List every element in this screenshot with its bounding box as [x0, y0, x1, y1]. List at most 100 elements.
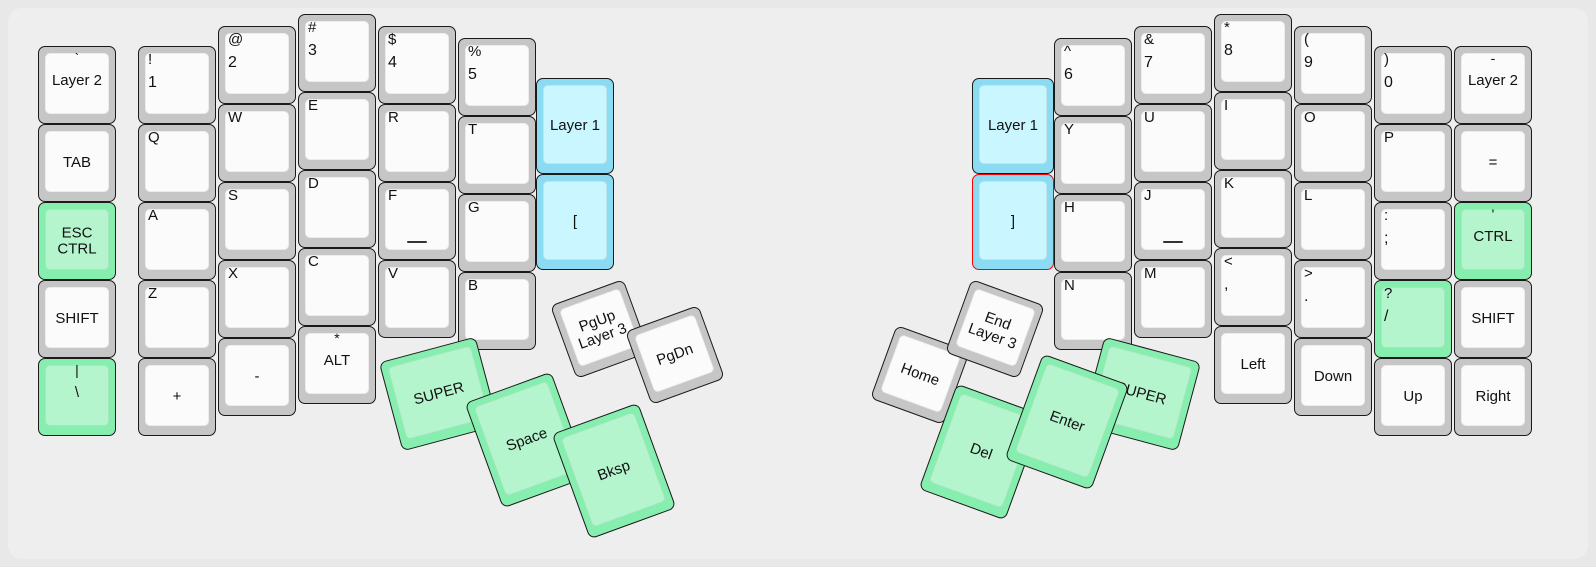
key-r-9[interactable]: (9: [1294, 26, 1372, 104]
key-r-semicolon[interactable]: :;: [1374, 202, 1452, 280]
key-r-period[interactable]: >.: [1294, 260, 1372, 338]
keycap-surface: [305, 99, 369, 160]
keycap-surface: [305, 255, 369, 316]
key-l-shift[interactable]: SHIFT: [38, 280, 116, 358]
key-legend-shifted: @: [228, 31, 244, 48]
key-r-i[interactable]: I: [1214, 92, 1292, 170]
key-r-down[interactable]: Down: [1294, 338, 1372, 416]
keycap-surface: [1221, 21, 1285, 82]
keycap-surface: [225, 267, 289, 328]
key-l-alt[interactable]: *ALT: [298, 326, 376, 404]
key-l-pipe-backslash[interactable]: |\: [38, 358, 116, 436]
key-l-plus[interactable]: +: [138, 358, 216, 436]
keycap-surface: [1141, 267, 1205, 328]
key-l-bksp[interactable]: Bksp: [551, 402, 677, 540]
key-r-shift[interactable]: SHIFT: [1454, 280, 1532, 358]
key-r-0[interactable]: )0: [1374, 46, 1452, 124]
keycap-surface: [1061, 45, 1125, 106]
key-l-w[interactable]: W: [218, 104, 296, 182]
key-l-1[interactable]: !1: [138, 46, 216, 124]
key-legend-base: V: [388, 265, 399, 282]
key-l-e[interactable]: E: [298, 92, 376, 170]
key-r-h[interactable]: H: [1054, 194, 1132, 272]
key-legend-base: F: [388, 187, 398, 204]
key-legend-shifted: -: [1490, 50, 1496, 66]
key-l-5[interactable]: %5: [458, 38, 536, 116]
keycap-surface: [1141, 33, 1205, 94]
key-l-b[interactable]: B: [458, 272, 536, 350]
key-r-6[interactable]: ^6: [1054, 38, 1132, 116]
key-l-layer1[interactable]: Layer 1: [536, 78, 614, 174]
key-r-up[interactable]: Up: [1374, 358, 1452, 436]
key-r-equals[interactable]: =: [1454, 124, 1532, 202]
key-r-layer1[interactable]: Layer 1: [972, 78, 1054, 174]
key-legend-base: Layer 2: [51, 72, 103, 89]
key-l-z[interactable]: Z: [138, 280, 216, 358]
key-legend-base: D: [308, 175, 319, 192]
key-r-y[interactable]: Y: [1054, 116, 1132, 194]
key-legend-base: W: [228, 109, 243, 126]
key-l-q[interactable]: Q: [138, 124, 216, 202]
homing-bar-indicator: [407, 241, 427, 243]
key-r-left[interactable]: Left: [1214, 326, 1292, 404]
key-legend-shifted: (: [1304, 31, 1309, 48]
key-r-right[interactable]: Right: [1454, 358, 1532, 436]
key-l-g[interactable]: G: [458, 194, 536, 272]
key-l-c[interactable]: C: [298, 248, 376, 326]
key-r-n[interactable]: N: [1054, 272, 1132, 350]
key-legend-base: X: [228, 265, 239, 282]
key-l-4[interactable]: $4: [378, 26, 456, 104]
key-l-d[interactable]: D: [298, 170, 376, 248]
key-legend-shifted: :: [1384, 207, 1389, 224]
key-r-j[interactable]: J: [1134, 182, 1212, 260]
key-l-pgdn[interactable]: PgDn: [625, 305, 725, 405]
key-r-slash[interactable]: ?/: [1374, 280, 1452, 358]
key-r-minus-layer2[interactable]: -Layer 2: [1454, 46, 1532, 124]
keycap-surface: [1061, 201, 1125, 262]
key-l-bracket-open[interactable]: [: [536, 174, 614, 270]
key-legend-base: 7: [1144, 54, 1153, 71]
keycap-surface: [385, 189, 449, 250]
keycap-surface: [1301, 33, 1365, 94]
key-legend-shifted: !: [148, 51, 153, 68]
key-l-grave-layer2[interactable]: `Layer 2: [38, 46, 116, 124]
key-legend-base: ,: [1224, 276, 1229, 293]
key-l-3[interactable]: #3: [298, 14, 376, 92]
key-l-a[interactable]: A: [138, 202, 216, 280]
key-legend-base: 0: [1384, 74, 1393, 91]
key-legend-base: Right: [1475, 388, 1511, 406]
key-legend-base: 1: [148, 74, 157, 91]
key-r-k[interactable]: K: [1214, 170, 1292, 248]
keycap-surface: [305, 21, 369, 82]
keycap-surface: [145, 53, 209, 114]
key-l-x[interactable]: X: [218, 260, 296, 338]
key-l-tab[interactable]: TAB: [38, 124, 116, 202]
key-r-quote-ctrl[interactable]: 'CTRL: [1454, 202, 1532, 280]
key-r-u[interactable]: U: [1134, 104, 1212, 182]
key-l-r[interactable]: R: [378, 104, 456, 182]
key-r-p[interactable]: P: [1374, 124, 1452, 202]
key-l-v[interactable]: V: [378, 260, 456, 338]
key-legend-base: B: [468, 277, 479, 294]
key-r-8[interactable]: *8: [1214, 14, 1292, 92]
key-l-f[interactable]: F: [378, 182, 456, 260]
keycap-surface: [45, 53, 109, 114]
key-legend-base: =: [1488, 154, 1498, 172]
keycap-surface: [1461, 209, 1525, 270]
keycap-surface: [45, 287, 109, 348]
keycap-surface: [1221, 177, 1285, 238]
keycap-surface: [1381, 287, 1445, 348]
key-l-2[interactable]: @2: [218, 26, 296, 104]
key-r-m[interactable]: M: [1134, 260, 1212, 338]
keycap-surface: [1301, 111, 1365, 172]
key-l-minus[interactable]: -: [218, 338, 296, 416]
key-r-l[interactable]: L: [1294, 182, 1372, 260]
key-l-t[interactable]: T: [458, 116, 536, 194]
key-r-bracket-close[interactable]: ]: [972, 174, 1054, 270]
key-l-s[interactable]: S: [218, 182, 296, 260]
key-r-comma[interactable]: <,: [1214, 248, 1292, 326]
key-r-o[interactable]: O: [1294, 104, 1372, 182]
key-r-7[interactable]: &7: [1134, 26, 1212, 104]
